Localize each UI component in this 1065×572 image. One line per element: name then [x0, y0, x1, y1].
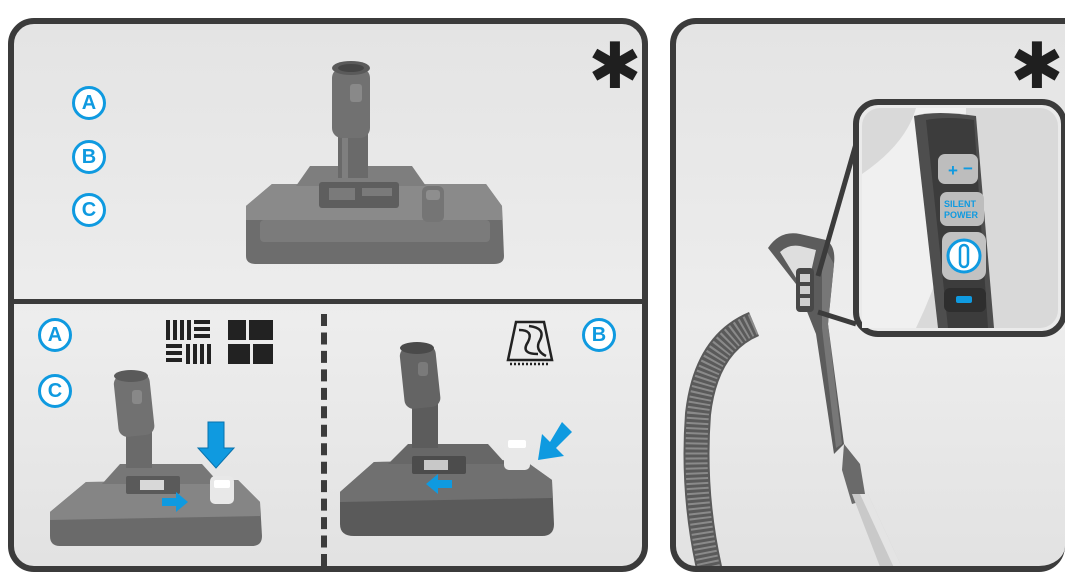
nozzle-carpet-illustration	[340, 342, 554, 536]
arrow-down-icon	[198, 422, 234, 468]
arrow-diagonal-icon	[538, 422, 572, 460]
nozzle-illustrations	[14, 24, 642, 566]
nozzle-hard-floor-illustration	[50, 370, 262, 546]
tiles-icon	[228, 320, 273, 364]
hard-floor-icon	[166, 320, 211, 364]
plus-label: +	[948, 161, 958, 180]
minus-label: −	[963, 159, 973, 178]
handle-illustration: + − SILENT POWER	[676, 24, 1065, 572]
power-label: POWER	[944, 210, 979, 220]
silent-label: SILENT	[944, 199, 977, 209]
handle-controls-panel: ✱ + − SILENT POWER	[670, 18, 1065, 572]
floor-nozzle-illustration	[246, 61, 504, 264]
nozzle-instructions-panel: A B C ✱ A C B	[8, 18, 648, 572]
carpet-icon	[508, 322, 552, 364]
